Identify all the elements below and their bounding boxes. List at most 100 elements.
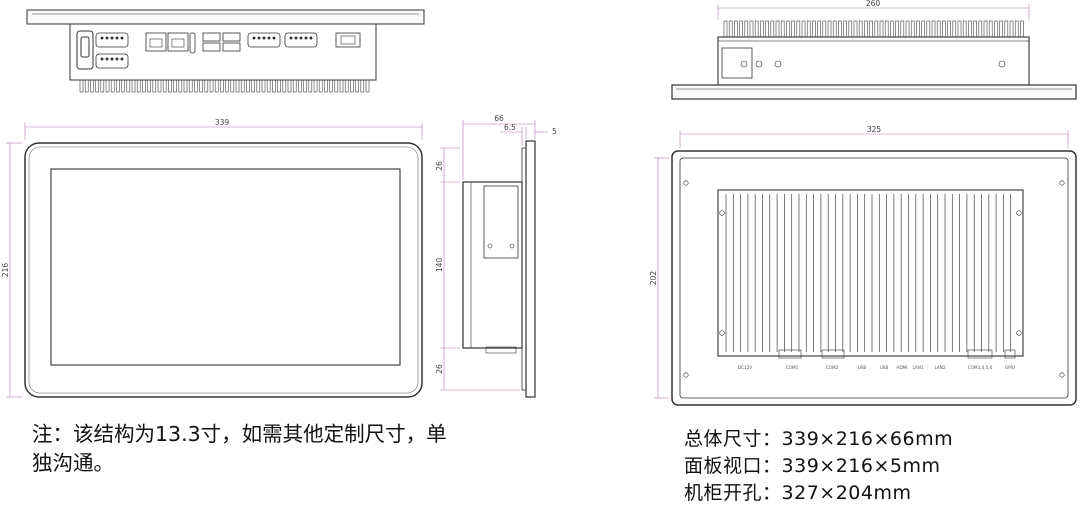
pin — [105, 57, 109, 61]
heatsink-fin — [240, 79, 245, 93]
pin — [110, 36, 114, 40]
heatsink-fin — [79, 79, 84, 93]
heatsink-fin — [90, 79, 94, 93]
spec-row-cutout: 机柜开孔：327×204mm — [684, 480, 953, 507]
heatsink-fin — [110, 79, 115, 93]
ethernet-jack — [171, 38, 185, 48]
spec-label: 总体尺寸： — [684, 428, 782, 450]
heatsink-fin — [988, 20, 993, 38]
heatsink-fin — [256, 79, 261, 93]
back-connector-icon — [778, 349, 802, 359]
heatsink-fin — [360, 79, 365, 93]
heatsink-fins-top — [723, 20, 1024, 38]
heatsink-fin — [973, 20, 977, 38]
heatsink-fin — [786, 20, 790, 38]
heatsink-fins-bottom — [79, 79, 370, 93]
heatsink-fin — [287, 79, 292, 93]
ethernet-port-icon — [167, 32, 189, 52]
heatsink-fin — [806, 20, 811, 38]
heatsink-fin — [334, 79, 339, 93]
pin — [309, 36, 313, 40]
heatsink-fin — [204, 79, 209, 93]
heatsink-fin — [838, 20, 842, 38]
serial-port-icon — [284, 32, 318, 48]
heatsink-fin — [344, 79, 349, 93]
heatsink-fin — [136, 79, 141, 93]
heatsink-fin — [765, 20, 769, 38]
heatsink-fin — [95, 79, 99, 93]
pin — [267, 36, 271, 40]
port-label: COM3,4,5,6 — [968, 365, 993, 370]
front-view: 339 216 — [1, 118, 423, 398]
pin — [299, 36, 303, 40]
spec-row-panel: 面板视口：339×216×5mm — [684, 453, 953, 480]
heatsink-fin — [760, 20, 764, 38]
heatsink-fin — [817, 20, 821, 38]
spec-label: 面板视口： — [684, 455, 782, 477]
pin — [100, 36, 104, 40]
heatsink-fin — [957, 20, 962, 38]
heatsink-fin — [183, 79, 188, 93]
spec-list: 总体尺寸：339×216×66mm 面板视口：339×216×5mm 机柜开孔：… — [684, 426, 953, 507]
heatsink-fin — [303, 79, 307, 93]
heatsink-fin — [261, 79, 266, 93]
heatsink-fin — [131, 79, 136, 93]
heatsink-fin — [869, 20, 873, 38]
heatsink-fin — [199, 79, 203, 93]
port-label: HDMI — [896, 365, 907, 370]
heatsink-fin — [728, 20, 733, 38]
pin — [120, 57, 124, 61]
heatsink-fin — [900, 20, 905, 38]
heatsink-fin — [324, 79, 328, 93]
connector-ports — [95, 32, 361, 69]
port-label: COM1 — [786, 365, 799, 370]
heatsink-fin — [329, 79, 333, 93]
heatsink-fin — [162, 79, 167, 93]
port-label: GPIO — [1005, 365, 1016, 370]
heatsink-fin — [916, 20, 920, 38]
heatsink-fin — [926, 20, 931, 38]
heatsink-fin — [350, 79, 354, 93]
heatsink-fin — [178, 79, 183, 93]
heatsink-fin — [999, 20, 1003, 38]
dim-side-depth: 66 — [494, 114, 504, 123]
heatsink-fin — [277, 79, 281, 93]
heatsink-fin — [962, 20, 967, 38]
side-view: 66 6.5 5 26 140 26 — [435, 114, 557, 398]
port-side-view — [26, 9, 425, 93]
heatsink-fin — [931, 20, 936, 38]
heatsink-fin — [152, 79, 157, 93]
heatsink-fin — [744, 20, 749, 38]
heatsink-fin — [942, 20, 946, 38]
heatsink-fin — [105, 79, 110, 93]
heatsink-fin — [121, 79, 125, 93]
ethernet-jack — [149, 38, 163, 48]
heatsink-fin — [235, 79, 240, 93]
heatsink-fin — [864, 20, 868, 38]
heatsink-fin — [952, 20, 957, 38]
heatsink-fin — [936, 20, 941, 38]
heatsink-fin — [157, 79, 162, 93]
terminal-block-icon — [335, 32, 361, 48]
heatsink-fin — [796, 20, 801, 38]
heatsink-fin — [947, 20, 951, 38]
heatsink-fin — [282, 79, 287, 93]
heatsink-fin — [298, 79, 302, 93]
usb-port-icon — [202, 32, 221, 42]
port-label: COM2 — [826, 365, 839, 370]
heatsink-fin — [100, 79, 105, 93]
port-label: USB — [858, 365, 867, 370]
hdmi-port-icon — [189, 32, 196, 54]
ethernet-port-icon — [145, 32, 167, 52]
serial-port-icon — [95, 53, 129, 69]
dim-front-height: 216 — [1, 263, 10, 278]
pin — [257, 36, 261, 40]
heatsink-fin — [827, 20, 832, 38]
heatsink-fin — [246, 79, 250, 93]
heatsink-fin — [251, 79, 255, 93]
pin — [289, 36, 293, 40]
heatsink-fin — [209, 79, 214, 93]
pin — [120, 36, 124, 40]
heatsink-fin — [1009, 20, 1014, 38]
